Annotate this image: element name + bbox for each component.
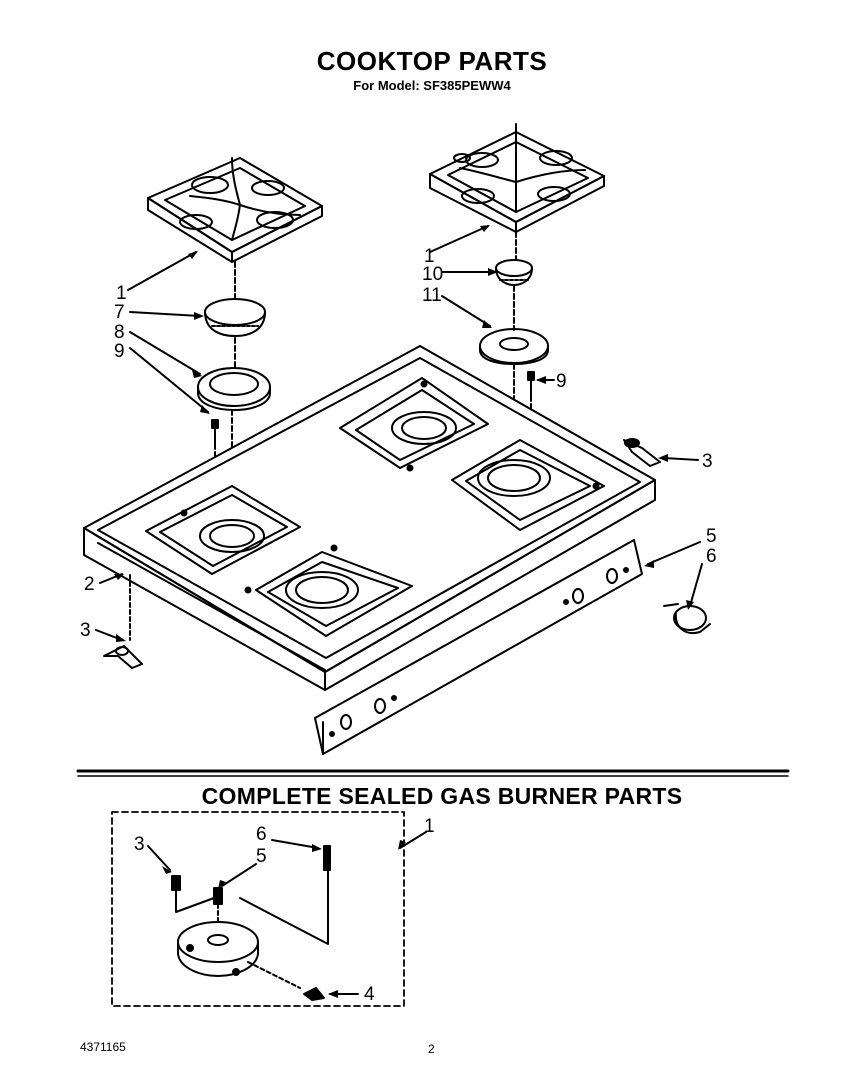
callout-grate-right: 1 bbox=[424, 246, 435, 267]
callout-cooktop: 2 bbox=[84, 574, 95, 595]
doc-number: 4371165 bbox=[80, 1040, 126, 1054]
clip-right bbox=[623, 438, 661, 467]
section-title: COMPLETE SEALED GAS BURNER PARTS bbox=[201, 783, 683, 809]
page-number: 2 bbox=[428, 1042, 435, 1056]
screw-right bbox=[527, 371, 535, 397]
callout-cap-left: 7 bbox=[114, 302, 125, 323]
knob bbox=[663, 603, 711, 634]
grate-right bbox=[429, 123, 605, 233]
callout-clip-left: 3 bbox=[80, 620, 91, 641]
callout-panel: 5 bbox=[706, 526, 717, 547]
screw-left bbox=[211, 419, 219, 445]
burner-base bbox=[177, 921, 259, 977]
burner-screw bbox=[171, 875, 181, 891]
callout-cap-right: 10 bbox=[422, 264, 443, 285]
callout-screw-left: 9 bbox=[114, 341, 125, 362]
electrode bbox=[213, 887, 223, 905]
burner-cap-right bbox=[495, 259, 533, 286]
page-title: COOKTOP PARTS bbox=[316, 46, 548, 76]
callout-clip-right: 3 bbox=[702, 451, 713, 472]
callout-grate-left: 1 bbox=[116, 283, 127, 304]
callout-screw-right: 9 bbox=[556, 371, 567, 392]
grate-left bbox=[147, 157, 323, 263]
burner-head-left bbox=[197, 367, 271, 411]
electrode-screw bbox=[323, 845, 331, 871]
callout-burner-screw: 3 bbox=[134, 834, 145, 855]
callout-head-left: 8 bbox=[114, 322, 125, 343]
burner-cap-left bbox=[204, 298, 266, 337]
burner-clip bbox=[303, 987, 325, 1001]
callout-knob: 6 bbox=[706, 546, 717, 567]
model-subtitle: For Model: SF385PEWW4 bbox=[353, 78, 511, 93]
control-panel bbox=[314, 539, 643, 755]
burner-head-right bbox=[479, 328, 549, 365]
callout-electrode: 5 bbox=[256, 846, 267, 867]
callout-electrode-screw: 6 bbox=[256, 824, 267, 845]
callout-assembly: 1 bbox=[424, 816, 435, 837]
callout-head-right: 11 bbox=[422, 285, 442, 306]
clip-left bbox=[103, 645, 143, 669]
cooktop-body bbox=[83, 345, 656, 691]
callout-burner-clip: 4 bbox=[364, 984, 375, 1005]
